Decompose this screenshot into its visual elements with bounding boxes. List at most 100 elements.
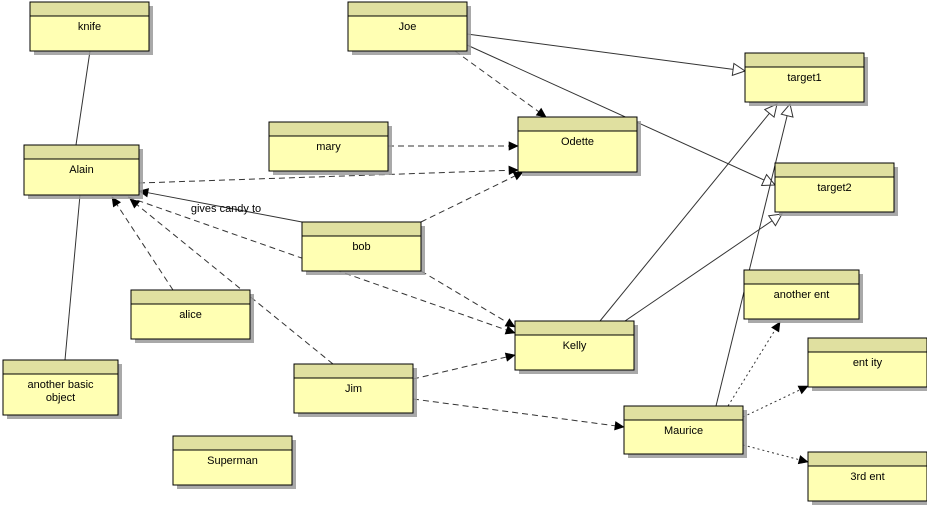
node-header-odette xyxy=(517,116,638,132)
node-knife[interactable]: knife xyxy=(29,1,153,55)
node-header-alice xyxy=(130,289,251,305)
node-label-alain: Alain xyxy=(69,164,93,176)
edge-line-bob-kelly xyxy=(420,270,508,323)
edge-kelly-target2[interactable] xyxy=(624,213,783,322)
arrowhead-hollow-maurice-target1 xyxy=(780,102,794,118)
node-superman[interactable]: Superman xyxy=(172,435,296,489)
arrowhead-filled-jim-kelly xyxy=(504,352,516,362)
edge-maurice-third[interactable] xyxy=(742,444,809,465)
node-header-knife xyxy=(29,1,150,17)
edge-mary-odette[interactable] xyxy=(388,141,519,151)
arrowhead-filled-joe-odette xyxy=(535,107,547,118)
edge-label-bob-alain: gives candy to xyxy=(191,203,261,215)
edge-line-maurice-another xyxy=(727,329,776,407)
node-label-maurice: Maurice xyxy=(664,425,703,437)
edge-line-joe-odette xyxy=(454,50,540,113)
node-header-superman xyxy=(172,435,293,451)
edge-line-kelly-target1 xyxy=(599,112,770,322)
arrowhead-filled-maurice-entity xyxy=(797,385,809,395)
node-alice[interactable]: alice xyxy=(130,289,254,343)
edge-line-knife-alain xyxy=(75,50,91,146)
edge-line-joe-target2 xyxy=(466,44,765,181)
edge-label-layer: gives candy to xyxy=(191,203,261,215)
edge-bob-kelly[interactable] xyxy=(420,270,516,328)
edge-jim-maurice[interactable] xyxy=(412,398,625,431)
node-label-kelly: Kelly xyxy=(563,340,587,352)
edge-maurice-target1[interactable] xyxy=(715,102,794,407)
edge-another-basic-alain[interactable] xyxy=(64,194,81,361)
arrowhead-filled-alice-alain xyxy=(111,196,122,208)
node-jim[interactable]: Jim xyxy=(293,363,417,417)
node-header-target2 xyxy=(774,162,895,178)
node-third_ent[interactable]: 3rd ent xyxy=(807,451,927,505)
edge-layer xyxy=(64,33,809,465)
node-another_ent[interactable]: another ent xyxy=(743,269,863,323)
edge-maurice-entity[interactable] xyxy=(742,385,809,418)
edge-joe-odette[interactable] xyxy=(454,50,547,118)
node-target1[interactable]: target1 xyxy=(744,52,868,106)
node-header-maurice xyxy=(623,405,744,421)
edge-line-jim-maurice xyxy=(412,398,616,427)
arrowhead-hollow-joe-target2 xyxy=(760,173,777,187)
arrowhead-filled-jim-maurice xyxy=(614,421,625,431)
node-header-target1 xyxy=(744,52,865,68)
arrowhead-filled-maurice-another xyxy=(771,321,781,333)
arrowhead-filled-bob-odette xyxy=(512,171,524,181)
node-label-joe: Joe xyxy=(399,21,417,33)
edge-jim-kelly[interactable] xyxy=(412,352,516,380)
edge-joe-target1[interactable] xyxy=(466,33,747,77)
node-label-another_ent: another ent xyxy=(774,289,830,301)
edge-line-bob-alain xyxy=(147,192,303,223)
node-ent_ity[interactable]: ent ity xyxy=(807,337,927,391)
edge-line-maurice-entity xyxy=(742,389,801,418)
edge-line-alain-odette xyxy=(138,169,510,184)
node-label-odette: Odette xyxy=(561,136,594,148)
edge-line-bob-odette xyxy=(420,175,516,223)
edge-line-jim-alain xyxy=(136,204,334,365)
arrowhead-hollow-joe-target1 xyxy=(731,62,747,77)
node-label-ent_ity: ent ity xyxy=(853,357,883,369)
node-kelly[interactable]: Kelly xyxy=(514,320,638,374)
node-header-mary xyxy=(268,121,389,137)
edge-line-another-basic-alain xyxy=(64,194,81,361)
edge-maurice-another[interactable] xyxy=(727,321,781,407)
node-label-bob: bob xyxy=(352,241,370,253)
node-odette[interactable]: Odette xyxy=(517,116,641,176)
edge-alice-alain[interactable] xyxy=(111,196,174,291)
arrowhead-hollow-kelly-target2 xyxy=(767,213,783,227)
node-joe[interactable]: Joe xyxy=(347,1,471,55)
node-alain[interactable]: Alain xyxy=(23,144,143,199)
node-header-bob xyxy=(301,221,422,237)
edge-line-maurice-third xyxy=(742,444,800,461)
node-label-another_basic: another basic xyxy=(27,379,94,391)
edge-line-jim-kelly xyxy=(412,356,507,380)
arrowhead-filled-bob-kelly xyxy=(504,318,516,328)
node-target2[interactable]: target2 xyxy=(774,162,898,216)
edge-line-kelly-target2 xyxy=(624,220,773,322)
edge-kelly-target1[interactable] xyxy=(599,103,778,322)
node-header-alain xyxy=(23,144,140,160)
node-bob[interactable]: bob xyxy=(301,221,425,275)
edge-line-alice-alain xyxy=(116,204,174,291)
node-label-knife: knife xyxy=(78,21,101,33)
node-maurice[interactable]: Maurice xyxy=(623,405,747,458)
node-label-target1: target1 xyxy=(787,72,821,84)
node-header-third_ent xyxy=(807,451,927,467)
edge-bob-odette[interactable] xyxy=(420,171,524,223)
arrowhead-filled-mary-odette xyxy=(508,141,519,151)
node-header-kelly xyxy=(514,320,635,336)
edge-jim-alain[interactable] xyxy=(129,198,334,365)
arrowhead-filled-maurice-third xyxy=(797,455,809,465)
edge-knife-alain[interactable] xyxy=(75,50,91,146)
node-header-jim xyxy=(293,363,414,379)
node-label-superman: Superman xyxy=(207,455,258,467)
node-header-ent_ity xyxy=(807,337,927,353)
node-label-another_basic: object xyxy=(46,392,75,404)
edge-joe-target2[interactable] xyxy=(466,44,777,187)
node-header-another_basic xyxy=(2,359,119,375)
node-mary[interactable]: mary xyxy=(268,121,392,175)
node-header-another_ent xyxy=(743,269,860,285)
